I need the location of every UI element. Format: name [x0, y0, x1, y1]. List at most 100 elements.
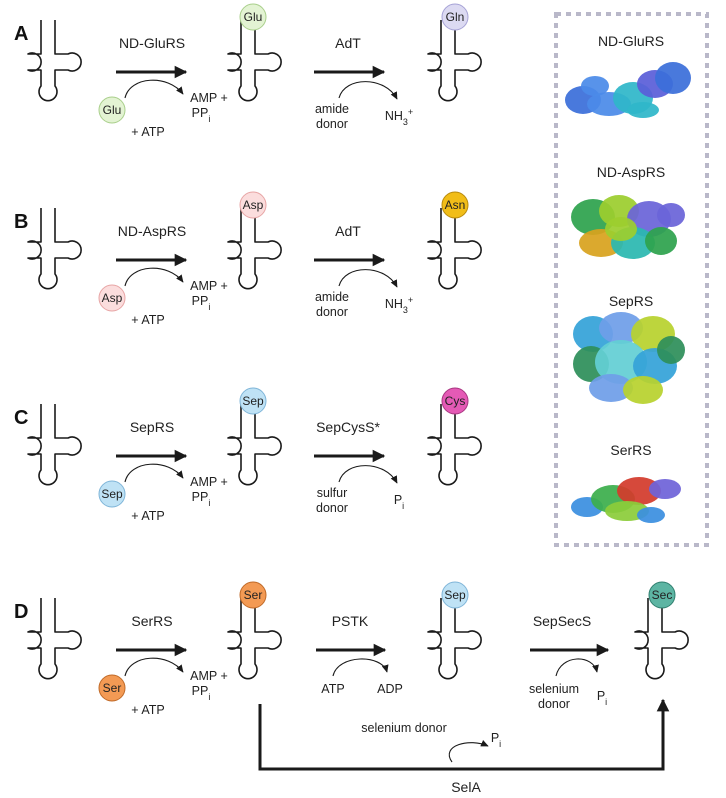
panel-d-charged-aa-label: Ser: [244, 588, 263, 602]
panel-d-sela-curve: [448, 740, 489, 763]
panel-a-substrate-label: Glu: [103, 103, 122, 117]
structure-model-3: [573, 312, 685, 404]
panel-c-curve2: [338, 465, 398, 484]
panel-b-product-aa-circle: [441, 191, 469, 219]
panel-b-charged-aa-label: Asp: [243, 198, 264, 212]
panel-d-curve3: [555, 658, 599, 677]
panel-c-trna-uncharged: [27, 404, 82, 486]
panel-a-trna-charged: [227, 20, 282, 102]
panel-d-trna-ser: [227, 598, 282, 680]
panel-a-trna-uncharged: [27, 20, 82, 102]
structure-label-3: SepRS: [609, 293, 653, 309]
panel-a-enzyme1: ND-GluRS: [119, 35, 185, 51]
panel-b-enzyme2: AdT: [335, 223, 361, 239]
panel-b-donor-line1: amide: [315, 290, 349, 304]
panel-c-substrate: Sep: [98, 480, 126, 508]
panel-d-byproduct2: PPi: [192, 684, 211, 702]
structure-blob: [617, 477, 661, 505]
structure-blob: [589, 374, 633, 402]
panel-d-substrate: Ser: [98, 674, 126, 702]
panel-a-donor-line1: amide: [315, 102, 349, 116]
panel-a-enzyme2: AdT: [335, 35, 361, 51]
panel-b-substrate-label: Asp: [102, 291, 123, 305]
panel-c-cofactor: + ATP: [131, 509, 164, 523]
panel-d-adp: ADP: [377, 682, 403, 696]
panel-d-byproduct1: AMP +: [190, 669, 228, 683]
panel-a-curve1: [124, 79, 184, 99]
structure-blob: [581, 76, 609, 96]
panel-c-donor-line2: donor: [316, 501, 348, 515]
structure-model-1: [565, 62, 691, 118]
panel-b-trna-product: [427, 208, 482, 290]
structure-blob: [649, 479, 681, 499]
structure-blob: [657, 336, 685, 364]
panel-d-enzyme1: SerRS: [131, 613, 172, 629]
panel-d-trna-sep: [427, 598, 482, 680]
panel-d-intermediate-aa-label: Sep: [444, 588, 466, 602]
panel-a-curve2: [338, 81, 398, 100]
panel-c-byproduct1: AMP +: [190, 475, 228, 489]
panel-d-label: D: [14, 601, 28, 623]
panel-a-label: A: [14, 23, 28, 45]
panel-c-product-aa-label: Cys: [445, 394, 466, 408]
panel-c-enzyme2: SepCysS*: [316, 419, 380, 435]
panel-d-substrate-circle: [98, 674, 126, 702]
panel-c-substrate-circle: [98, 480, 126, 508]
panel-d-curve2: [332, 658, 389, 677]
panel-d-cofactor: + ATP: [131, 703, 164, 717]
panel-c-charged-aa: Sep: [239, 387, 267, 415]
panel-a-product-aa-circle: [441, 3, 469, 31]
panel-d-curve1: [124, 657, 184, 677]
panel-b-product-aa-label: Asn: [445, 198, 466, 212]
panel-c-donor-line1: sulfur: [317, 486, 348, 500]
panel-d-donor-line1: selenium: [529, 682, 579, 696]
panel-c-curve1: [124, 463, 184, 483]
panel-d-enzyme3: SepSecS: [533, 613, 591, 629]
structure-label-1: ND-GluRS: [598, 33, 664, 49]
panel-a-charged-aa-label: Glu: [244, 10, 263, 24]
panel-b-byproduct2: PPi: [192, 294, 211, 312]
panel-a-substrate-circle: [98, 96, 126, 124]
panel-a-byproduct2: PPi: [192, 106, 211, 124]
structure-label-2: ND-AspRS: [597, 164, 665, 180]
panel-b-product-aa: Asn: [441, 191, 469, 219]
panel-b-label: B: [14, 211, 28, 233]
structure-blob: [623, 376, 663, 404]
panel-c-product-aa-circle: [441, 387, 469, 415]
structure-blob: [605, 217, 637, 241]
panel-d-bypass-release: Pi: [491, 731, 501, 749]
panel-d-product-aa: Sec: [648, 581, 676, 609]
panel-a-charged-aa: Glu: [239, 3, 267, 31]
panel-d-charged-aa: Ser: [239, 581, 267, 609]
panel-d-donor-line2: donor: [538, 697, 570, 711]
trna-molecules: [27, 20, 689, 680]
panel-d-product-aa-label: Sec: [652, 588, 673, 602]
panel-d-bypass-enzyme: SelA: [451, 779, 481, 795]
panel-d-bypass-donor: selenium donor: [361, 721, 446, 735]
panel-c-trna-product: [427, 404, 482, 486]
structure-model-2: [571, 195, 685, 259]
panel-c-label: C: [14, 407, 28, 429]
structure-blob: [595, 340, 647, 384]
panel-d-intermediate-aa: Sep: [441, 581, 469, 609]
panel-d-substrate-label: Ser: [103, 681, 122, 695]
structure-blob: [637, 507, 665, 523]
panel-a-charged-aa-circle: [239, 3, 267, 31]
panel-b-enzyme1: ND-AspRS: [118, 223, 186, 239]
panel-b-charged-aa: Asp: [239, 191, 267, 219]
panel-c-trna-charged: [227, 404, 282, 486]
panel-c-product-aa: Cys: [441, 387, 469, 415]
panel-c-substrate-label: Sep: [101, 487, 123, 501]
panel-c-charged-aa-circle: [239, 387, 267, 415]
panel-d-trna-uncharged: [27, 598, 82, 680]
panel-b-trna-charged: [227, 208, 282, 290]
panel-a-product-aa-label: Gln: [446, 10, 465, 24]
panel-c-charged-aa-label: Sep: [242, 394, 264, 408]
panel-a-donor-line2: donor: [316, 117, 348, 131]
panel-b-byproduct1: AMP +: [190, 279, 228, 293]
structure-blob: [645, 227, 677, 255]
structure-model-4: [571, 477, 681, 523]
structure-blob: [655, 62, 691, 94]
